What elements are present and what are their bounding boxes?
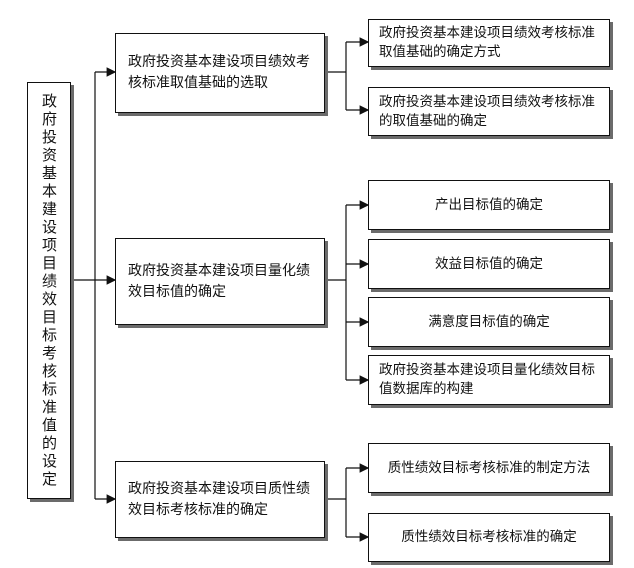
child-node-2-3-label: 满意度目标值的确定 <box>428 313 550 330</box>
root-connectors <box>71 67 117 504</box>
child-node-1-1-label: 政府投资基本建设项目绩效考核标准取值基础的确定方式 <box>379 25 595 60</box>
root-node: 政府投资基本建设项目绩效目标考核标准值的设定 <box>27 82 71 499</box>
child-node-3-1-label: 质性绩效目标考核标准的制定方法 <box>387 459 591 476</box>
branch-node-2-label: 政府投资基本建设项目量化绩效目标值的确定 <box>128 262 310 300</box>
branch-node-3: 政府投资基本建设项目质性绩效目标考核标准的确定 <box>115 461 325 538</box>
child-node-1-2: 政府投资基本建设项目绩效考核标准的取值基础的确定 <box>368 87 610 136</box>
branch-2-connectors <box>325 200 370 385</box>
branch-1-connectors <box>325 37 370 115</box>
branch-node-1-label: 政府投资基本建设项目绩效考核标准取值基础的选取 <box>128 54 310 91</box>
root-node-label: 政府投资基本建设项目绩效目标考核标准值的设定 <box>40 92 58 489</box>
child-node-3-2-label: 质性绩效目标考核标准的确定 <box>401 529 577 545</box>
child-node-2-2: 效益目标值的确定 <box>368 239 610 289</box>
child-node-2-4-label: 政府投资基本建设项目量化绩效目标值数据库的构建 <box>379 362 595 397</box>
branch-node-3-label: 政府投资基本建设项目质性绩效目标考核标准的确定 <box>128 480 310 518</box>
child-node-2-1: 产出目标值的确定 <box>368 180 610 230</box>
child-node-1-2-label: 政府投资基本建设项目绩效考核标准的取值基础的确定 <box>379 93 595 129</box>
branch-node-1: 政府投资基本建设项目绩效考核标准取值基础的选取 <box>115 33 325 113</box>
branch-node-2: 政府投资基本建设项目量化绩效目标值的确定 <box>115 238 325 325</box>
child-node-1-1: 政府投资基本建设项目绩效考核标准取值基础的确定方式 <box>368 19 610 67</box>
child-node-2-3: 满意度目标值的确定 <box>368 297 610 347</box>
child-node-2-2-label: 效益目标值的确定 <box>435 255 543 272</box>
child-node-2-4: 政府投资基本建设项目量化绩效目标值数据库的构建 <box>368 355 610 405</box>
branch-3-connectors <box>325 463 370 542</box>
child-node-2-1-label: 产出目标值的确定 <box>435 196 543 213</box>
child-node-3-1: 质性绩效目标考核标准的制定方法 <box>368 443 610 493</box>
child-node-3-2: 质性绩效目标考核标准的确定 <box>368 513 610 562</box>
